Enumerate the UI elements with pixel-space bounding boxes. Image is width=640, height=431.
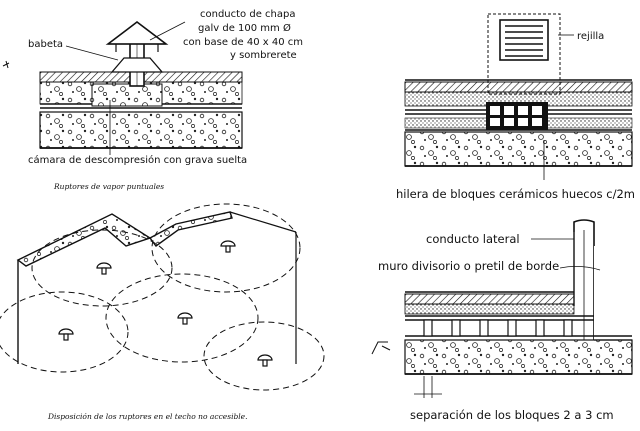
parapet-label: muro divisorio o pretil de borde: [378, 259, 559, 273]
panel-grille-section: rejilla hilera de bloques cerámicos huec…: [396, 13, 635, 201]
caption-layout: Disposición de los ruptores en el techo …: [47, 412, 248, 421]
grille-label: rejilla: [577, 31, 604, 42]
block-row-label: hilera de bloques cerámicos huecos c/2m: [396, 187, 635, 201]
panel-layout-plan: Disposición de los ruptores en el techo …: [0, 203, 325, 421]
panel-point-vent-section: babeta conducto de chapa galv de 100 mm …: [2, 9, 303, 191]
babeta-label: babeta: [28, 39, 63, 50]
vent-conduit-line-1: conducto de chapa: [200, 9, 295, 20]
vent-conduit-line-3: con base de 40 x 40 cm: [183, 37, 303, 48]
caption-point-breakers: Ruptores de vapor puntuales: [53, 182, 164, 191]
block-spacing-label: separación de los bloques 2 a 3 cm: [410, 408, 614, 422]
vent-conduit-line-2: galv de 100 mm Ø: [198, 22, 291, 34]
side-conduit-label: conducto lateral: [426, 232, 520, 246]
vent-conduit-line-4: y sombrerete: [230, 50, 297, 61]
panel-side-conduit-section: conducto lateral muro divisorio o pretil…: [371, 219, 633, 422]
decompression-chamber-label: cámara de descompresión con grava suelta: [28, 154, 247, 166]
